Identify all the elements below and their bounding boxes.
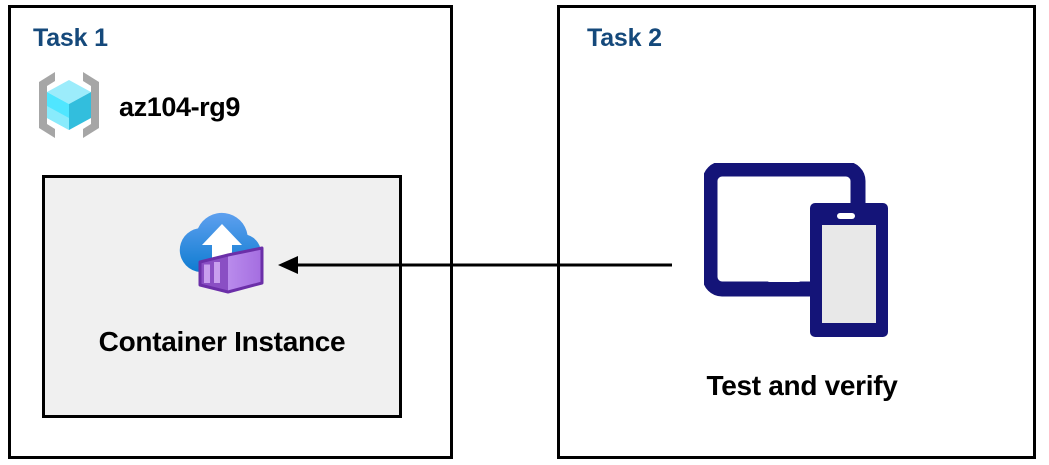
container-instance-icon xyxy=(170,200,274,305)
container-instance-label: Container Instance xyxy=(98,326,346,357)
container-instance-box[interactable]: Container Instance xyxy=(42,175,402,418)
task-2-panel: Task 2 Test and verify xyxy=(557,5,1036,459)
devices-block: Test and verify xyxy=(682,161,922,402)
task-1-panel: Task 1 az104-rg9 xyxy=(8,5,453,459)
resource-group-icon xyxy=(35,68,103,147)
task-2-title: Task 2 xyxy=(587,24,662,52)
task-1-title: Task 1 xyxy=(33,24,108,52)
resource-group-name: az104-rg9 xyxy=(119,92,240,122)
devices-label: Test and verify xyxy=(706,370,898,401)
devices-icon xyxy=(682,161,922,348)
resource-group-row: az104-rg9 xyxy=(35,68,240,147)
